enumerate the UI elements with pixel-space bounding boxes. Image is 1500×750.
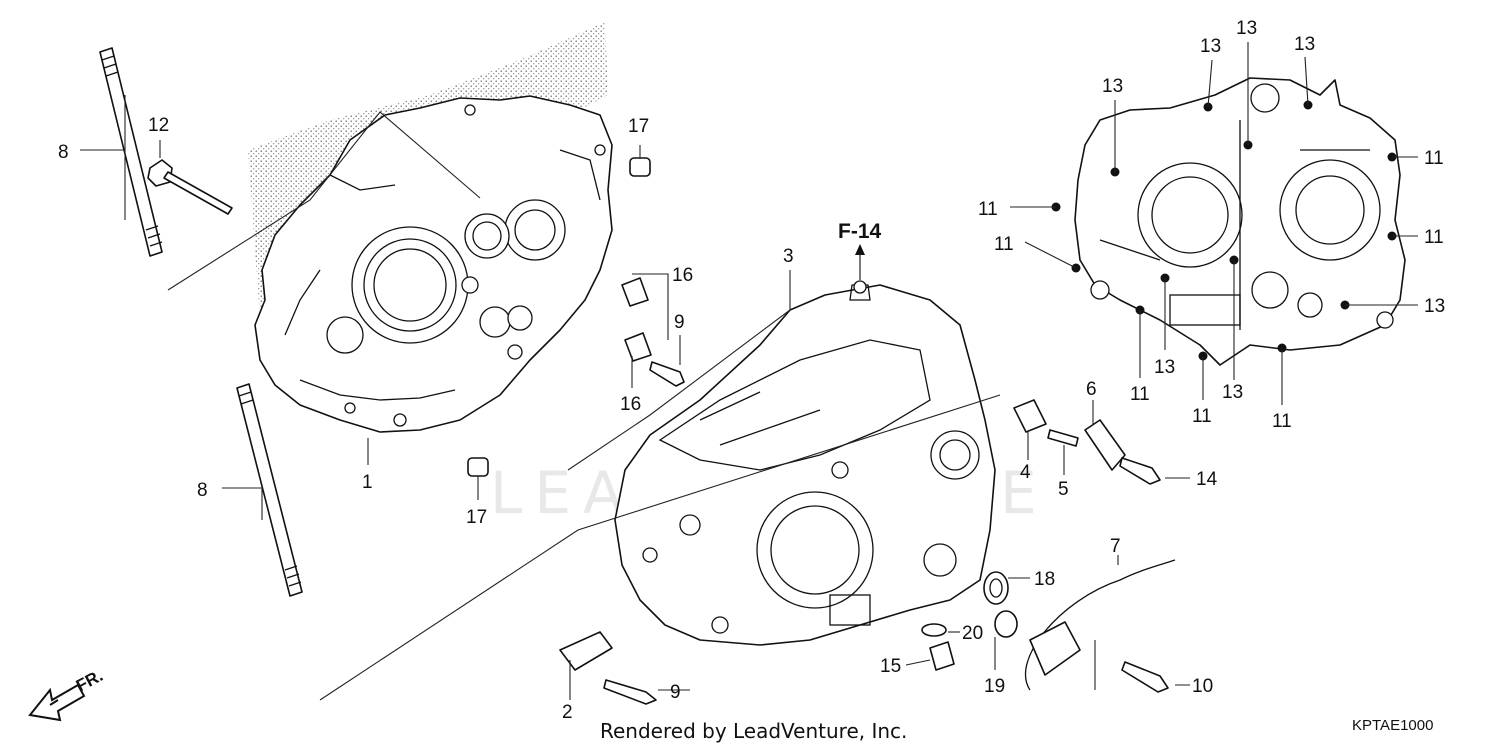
callout-12: 12 bbox=[148, 115, 169, 136]
callout-3: 3 bbox=[783, 246, 794, 267]
callout-10: 10 bbox=[1192, 676, 1213, 697]
stud-bolt-lower bbox=[236, 383, 303, 597]
callout-11-left-lower: 11 bbox=[994, 234, 1014, 255]
stud-bolt-upper bbox=[99, 47, 163, 257]
callout-8-lower: 8 bbox=[197, 480, 208, 501]
stud-5 bbox=[1047, 429, 1079, 447]
callout-11-bottom-2: 11 bbox=[1192, 406, 1212, 427]
dowel-pin-lower bbox=[467, 457, 489, 477]
callout-17-lower: 17 bbox=[466, 507, 487, 528]
callout-11-left: 11 bbox=[978, 199, 998, 220]
callout-14: 14 bbox=[1196, 469, 1218, 490]
callout-1: 1 bbox=[362, 472, 373, 493]
cable-clamp-lower bbox=[624, 332, 652, 362]
callout-7: 7 bbox=[1110, 536, 1121, 557]
washer-20 bbox=[921, 623, 947, 637]
left-crankcase bbox=[248, 22, 613, 433]
callout-13-e: 13 bbox=[1424, 296, 1445, 317]
callout-11-right: 11 bbox=[1424, 227, 1444, 248]
drain-plug-15 bbox=[929, 641, 955, 671]
flange-bolt-10 bbox=[1121, 661, 1169, 693]
sensor-wire-7 bbox=[1024, 559, 1176, 691]
dowel-pin-upper bbox=[629, 157, 651, 177]
callout-13-c: 13 bbox=[1236, 18, 1257, 39]
credit-text: Rendered by LeadVenture, Inc. bbox=[600, 719, 907, 743]
sensor-7 bbox=[1029, 621, 1081, 676]
callout-6: 6 bbox=[1086, 379, 1097, 400]
callout-13-g: 13 bbox=[1222, 382, 1243, 403]
front-direction-arrow bbox=[28, 683, 86, 722]
callout-16-upper: 16 bbox=[672, 265, 693, 286]
callout-18: 18 bbox=[1034, 569, 1055, 590]
callout-16-lower: 16 bbox=[620, 394, 641, 415]
o-ring-19 bbox=[994, 610, 1018, 638]
reference-label: F-14 bbox=[838, 220, 882, 243]
callout-13-b: 13 bbox=[1200, 36, 1221, 57]
callout-17-upper: 17 bbox=[628, 116, 649, 137]
shadow-stipple bbox=[248, 22, 608, 320]
bracket-6 bbox=[1084, 419, 1126, 471]
callout-8-upper: 8 bbox=[58, 142, 69, 163]
callout-20: 20 bbox=[962, 623, 983, 644]
callout-15: 15 bbox=[880, 656, 901, 677]
crankcase-mating-face-view bbox=[1051, 77, 1406, 366]
leader-lines bbox=[80, 42, 1418, 701]
callout-19: 19 bbox=[984, 676, 1005, 697]
reference-arrow bbox=[855, 244, 865, 280]
flange-bolt-9-lower bbox=[603, 679, 657, 705]
cable-clamp-upper bbox=[621, 277, 649, 307]
flange-bolt-14 bbox=[1119, 457, 1161, 485]
callout-11-bottom-1: 11 bbox=[1130, 384, 1150, 405]
callout-11-right-upper: 11 bbox=[1424, 148, 1444, 169]
callout-13-d: 13 bbox=[1294, 34, 1315, 55]
callout-labels: 1 2 3 4 5 6 7 8 8 9 9 10 11 11 11 11 11 … bbox=[58, 18, 1445, 723]
callout-4: 4 bbox=[1020, 462, 1031, 483]
right-crankcase bbox=[614, 280, 996, 646]
callout-9-lower: 9 bbox=[670, 682, 681, 703]
oil-seal-18 bbox=[983, 571, 1009, 605]
flange-bolt-12 bbox=[147, 159, 233, 215]
callout-9-upper: 9 bbox=[674, 312, 685, 333]
callout-11-bottom-3: 11 bbox=[1272, 411, 1292, 432]
callout-2: 2 bbox=[562, 702, 573, 723]
flange-bolt-9-upper bbox=[649, 361, 685, 387]
diagram-code: KPTAE1000 bbox=[1352, 717, 1433, 734]
callout-5: 5 bbox=[1058, 479, 1069, 500]
cable-clamp-2 bbox=[559, 631, 613, 671]
callout-13-a: 13 bbox=[1102, 76, 1123, 97]
callout-13-f: 13 bbox=[1154, 357, 1175, 378]
dowel-pin-4 bbox=[1013, 399, 1047, 433]
